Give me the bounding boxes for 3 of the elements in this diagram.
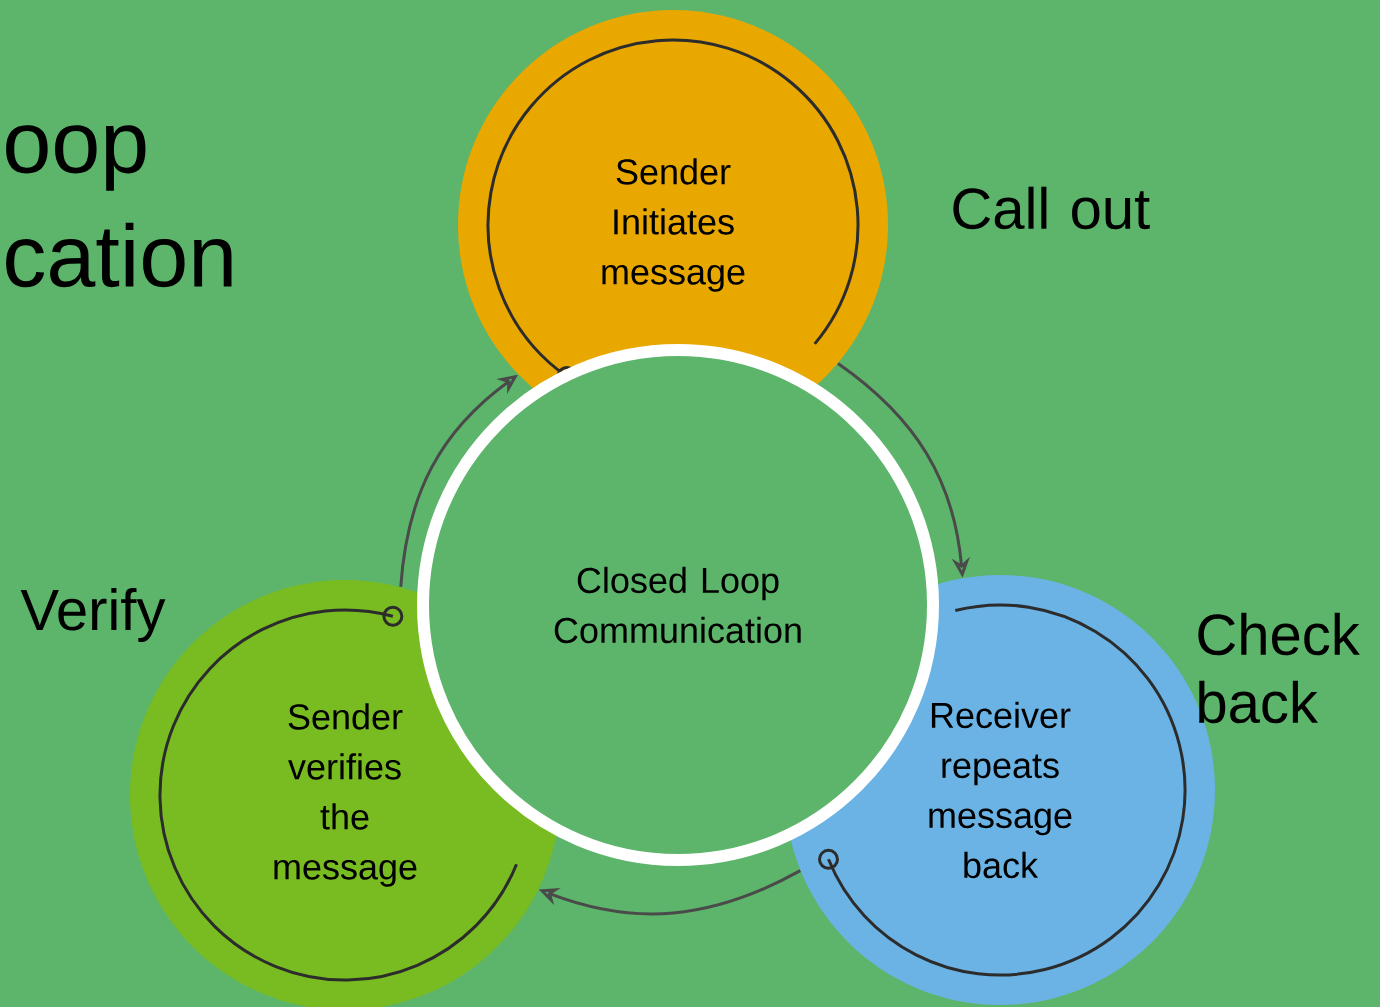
step-label: Call out xyxy=(953,186,1150,230)
title-fragment: cation xyxy=(6,222,232,288)
title-fragment: oop xyxy=(6,125,146,191)
